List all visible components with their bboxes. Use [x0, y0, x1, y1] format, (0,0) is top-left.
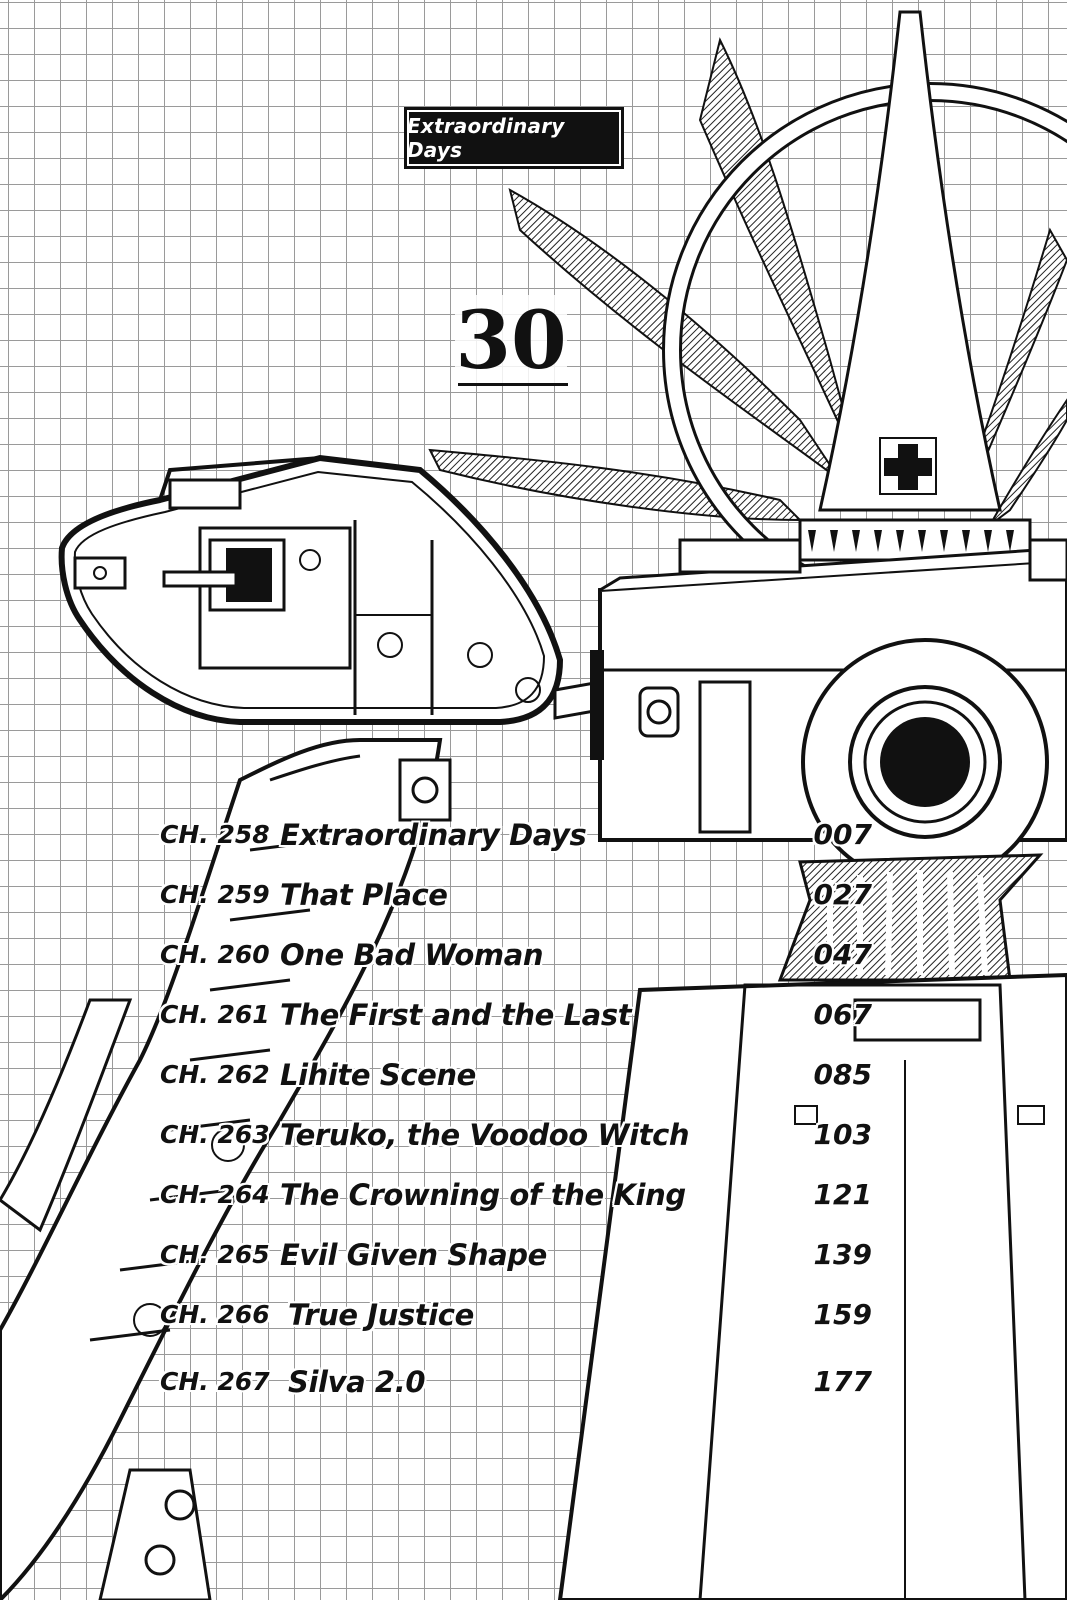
toc-row[interactable]: CH. 267 Silva 2.0 177 — [0, 1362, 1067, 1406]
chapter-title: Lihite Scene — [280, 1058, 476, 1092]
chapter-number: CH. 261 — [160, 1000, 270, 1029]
chapter-number: CH. 262 — [160, 1060, 270, 1089]
ladder-structure-illustration — [0, 738, 452, 1600]
chapter-title: True Justice — [288, 1298, 474, 1332]
chapter-page: 067 — [813, 998, 872, 1031]
chapter-title: The Crowning of the King — [280, 1178, 686, 1212]
hull-column-illustration — [557, 972, 1067, 1600]
chapter-number: CH. 258 — [160, 820, 270, 849]
chapter-page: 177 — [813, 1365, 872, 1398]
volume-underline — [458, 383, 568, 386]
chapter-title: One Bad Woman — [280, 938, 544, 972]
chapter-title: Teruko, the Voodoo Witch — [280, 1118, 690, 1152]
chapter-page: 027 — [813, 878, 872, 911]
chapter-number: CH. 263 — [160, 1120, 270, 1149]
chapter-title: Silva 2.0 — [288, 1365, 426, 1399]
title-banner: Extraordinary Days — [404, 107, 624, 169]
chapter-number: CH. 259 — [160, 880, 270, 909]
toc-row[interactable]: CH. 264 The Crowning of the King 121 — [0, 1175, 1067, 1219]
book-title: Extraordinary Days — [407, 114, 565, 162]
chapter-number: CH. 260 — [160, 940, 270, 969]
iron-cross-icon — [879, 437, 937, 495]
toc-row[interactable]: CH. 259 That Place 027 — [0, 875, 1067, 919]
chapter-number: CH. 264 — [160, 1180, 270, 1209]
volume-number: 30 — [455, 293, 567, 387]
toc-row[interactable]: CH. 261 The First and the Last 067 — [0, 995, 1067, 1039]
toc-row[interactable]: CH. 258 Extraordinary Days 007 — [0, 815, 1067, 859]
chapter-page: 121 — [813, 1178, 872, 1211]
chapter-title: Extraordinary Days — [280, 818, 587, 852]
chapter-page: 139 — [813, 1238, 872, 1271]
winged-spire-illustration — [798, 10, 1032, 562]
chapter-title: That Place — [280, 878, 448, 912]
chapter-title: The First and the Last — [280, 998, 632, 1032]
chapter-page: 047 — [813, 938, 872, 971]
toc-row[interactable]: CH. 260 One Bad Woman 047 — [0, 935, 1067, 979]
mark-i-tank-illustration — [58, 454, 602, 725]
chapter-title: Evil Given Shape — [280, 1238, 547, 1272]
toc-row[interactable]: CH. 262 Lihite Scene 085 — [0, 1055, 1067, 1099]
chapter-page: 159 — [813, 1298, 872, 1331]
chapter-number: CH. 267 — [160, 1367, 270, 1396]
chapter-number: CH. 266 — [160, 1300, 270, 1329]
chapter-page: 085 — [813, 1058, 872, 1091]
toc-row[interactable]: CH. 265 Evil Given Shape 139 — [0, 1235, 1067, 1279]
chapter-number: CH. 265 — [160, 1240, 270, 1269]
tiger-tank-illustration — [590, 538, 1067, 982]
chapter-page: 007 — [813, 818, 872, 851]
chapter-page: 103 — [813, 1118, 872, 1151]
toc-row[interactable]: CH. 263 Teruko, the Voodoo Witch 103 — [0, 1115, 1067, 1159]
toc-row[interactable]: CH. 266 True Justice 159 — [0, 1295, 1067, 1339]
